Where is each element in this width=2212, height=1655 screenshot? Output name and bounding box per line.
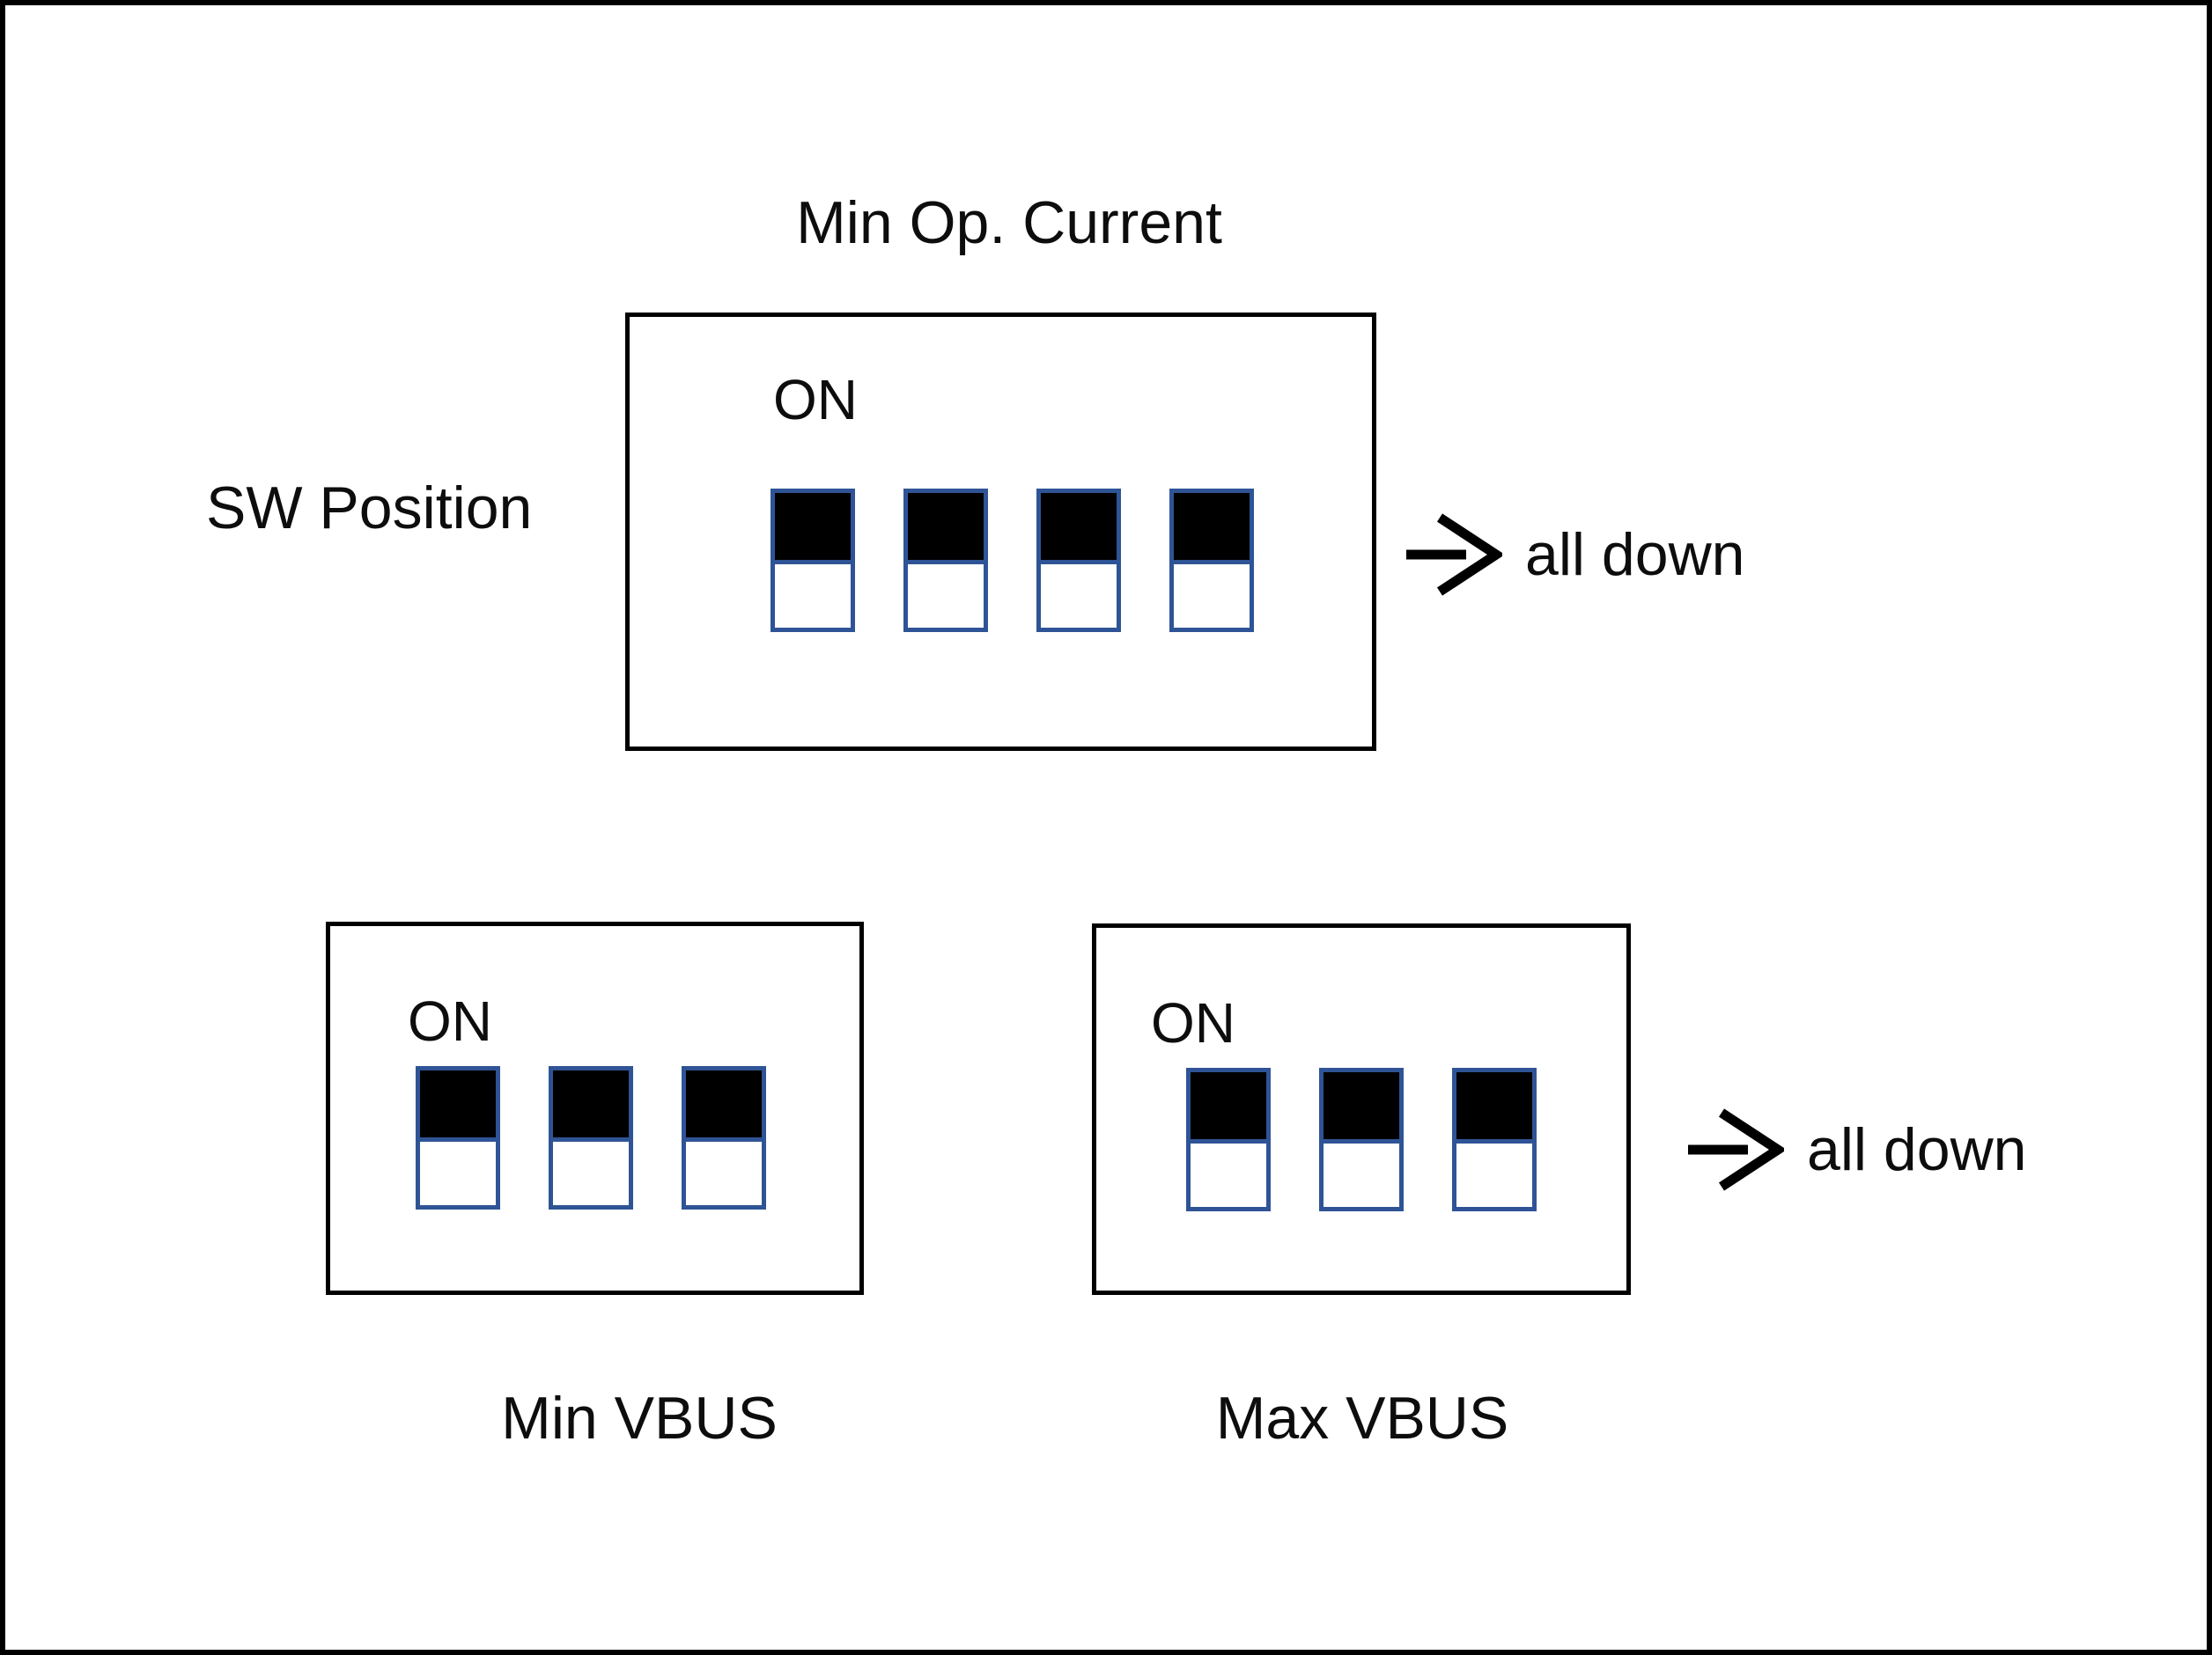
box-caption-min-vbus: Min VBUS [501,1385,778,1452]
switch-off-cell [420,1142,496,1205]
switch-off-cell [1191,1144,1266,1207]
dip-switch-down [416,1066,500,1210]
sw-position-label: SW Position [206,474,533,541]
dip-switch-down [549,1066,633,1210]
right-arrow-icon [1685,1106,1784,1194]
switch-off-cell [775,564,851,628]
switch-off-cell [1324,1144,1399,1207]
dip-switch-row [1186,1068,1537,1211]
annotation-all-down-bottom: all down [1685,1104,2027,1195]
dip-switch-down [1452,1068,1537,1211]
dip-switch-row [771,489,1254,632]
box-caption-max-vbus: Max VBUS [1215,1385,1509,1452]
box-caption-min-op-current: Min Op. Current [796,189,1222,256]
right-arrow-icon [1404,511,1502,599]
dip-switch-down [771,489,855,632]
switch-on-cell [686,1070,762,1142]
switch-on-cell [1174,493,1250,564]
on-label: ON [408,989,492,1053]
switch-off-cell [686,1142,762,1205]
switch-on-cell [420,1070,496,1142]
dip-switch-down [1319,1068,1404,1211]
dip-switch-box-max-vbus: ON [1092,923,1631,1295]
switch-off-cell [1456,1144,1532,1207]
switch-on-cell [1191,1072,1266,1144]
dip-switch-down [903,489,988,632]
switch-off-cell [908,564,984,628]
annotation-text: all down [1525,521,1745,588]
switch-on-cell [908,493,984,564]
on-label: ON [773,368,858,431]
switch-on-cell [775,493,851,564]
dip-switch-down [1036,489,1121,632]
dip-switch-down [1186,1068,1271,1211]
switch-on-cell [1041,493,1117,564]
dip-switch-box-min-vbus: ON [326,922,864,1295]
dip-switch-row [416,1066,766,1210]
annotation-all-down-top: all down [1404,509,1745,600]
switch-on-cell [553,1070,629,1142]
switch-off-cell [553,1142,629,1205]
switch-on-cell [1324,1072,1399,1144]
switch-on-cell [1456,1072,1532,1144]
dip-switch-box-min-op-current: ON [625,313,1376,751]
dip-switch-down [682,1066,766,1210]
on-label: ON [1151,991,1235,1055]
switch-off-cell [1174,564,1250,628]
switch-off-cell [1041,564,1117,628]
dip-switch-down [1169,489,1254,632]
annotation-text: all down [1807,1116,2027,1183]
